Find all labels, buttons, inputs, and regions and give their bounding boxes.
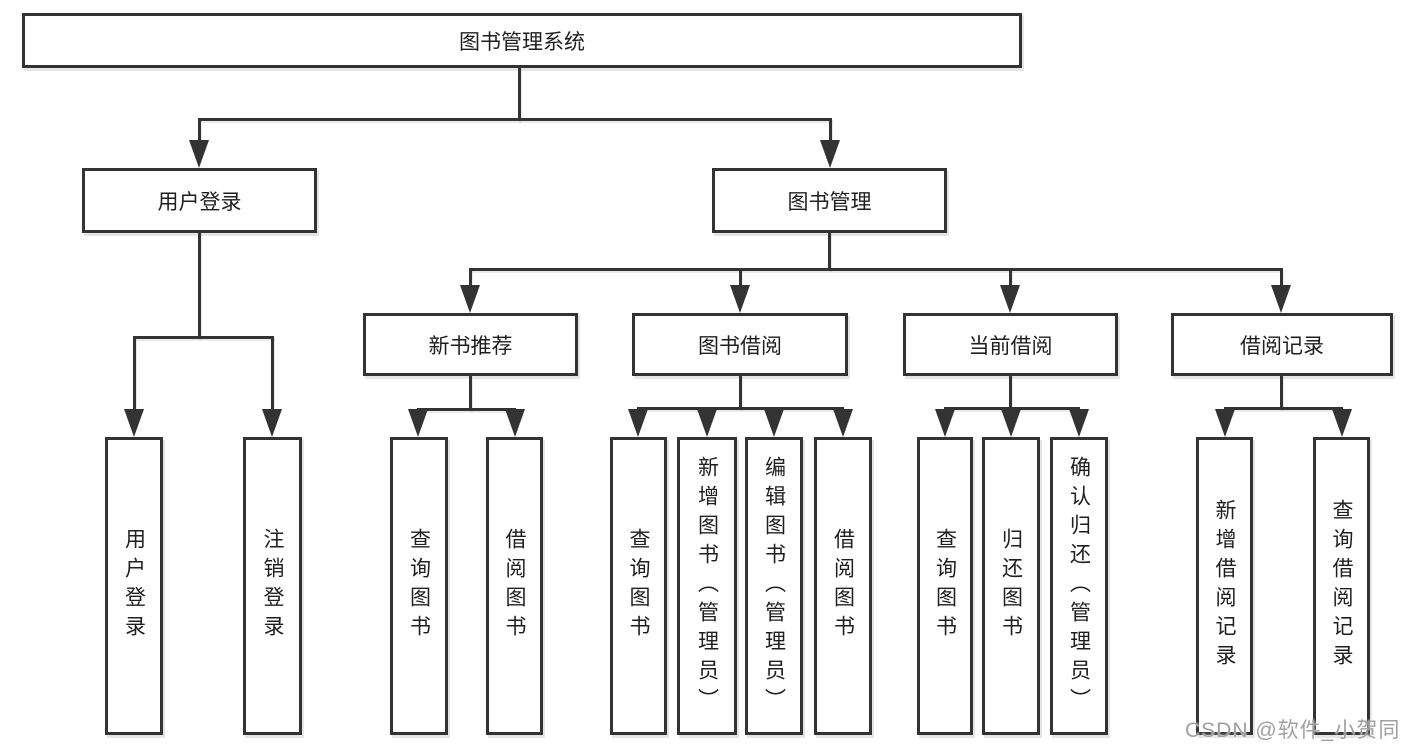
connector-line — [944, 407, 1080, 410]
arrowhead-down-icon — [460, 285, 480, 313]
leaf-user-login: 用户登录 — [105, 437, 163, 735]
arrowhead-down-icon — [408, 409, 428, 437]
connector-line — [198, 232, 201, 338]
connector-line — [133, 336, 274, 339]
connector-line — [469, 268, 472, 287]
leaf-query-books-borrowing: 查询图书 — [610, 437, 667, 735]
arrowhead-down-icon — [262, 409, 282, 437]
connector-line — [1224, 407, 1343, 410]
node-root: 图书管理系统 — [22, 13, 1022, 68]
connector-line — [637, 407, 844, 410]
connector-line — [1009, 375, 1012, 409]
arrowhead-down-icon — [833, 409, 853, 437]
arrowhead-down-icon — [1271, 285, 1291, 313]
arrowhead-down-icon — [189, 140, 209, 168]
watermark-text: CSDN @软件_小贺同学 — [1185, 719, 1401, 742]
arrowhead-down-icon — [628, 409, 648, 437]
connector-line — [518, 67, 521, 121]
leaf-query-books-recommend: 查询图书 — [390, 437, 448, 735]
node-new-book-recommendation: 新书推荐 — [363, 313, 578, 376]
leaf-edit-books-admin: 编辑图书（管理员） — [745, 437, 803, 735]
leaf-add-books-admin: 新增图书（管理员） — [677, 437, 737, 735]
connector-line — [271, 336, 274, 410]
connector-line — [417, 408, 516, 411]
leaf-logout-login: 注销登录 — [243, 437, 302, 735]
node-current-borrowing: 当前借阅 — [903, 313, 1118, 376]
arrowhead-down-icon — [730, 285, 750, 313]
connector-line — [1280, 268, 1283, 287]
arrowhead-down-icon — [1332, 409, 1352, 437]
connector-line — [133, 336, 136, 410]
leaf-add-borrow-record: 新增借阅记录 — [1196, 437, 1253, 735]
connector-line — [829, 118, 832, 142]
leaf-query-books-current: 查询图书 — [917, 437, 973, 735]
leaf-query-borrow-record: 查询借阅记录 — [1313, 437, 1370, 735]
arrowhead-down-icon — [505, 409, 525, 437]
connector-line — [739, 375, 742, 409]
arrowhead-down-icon — [1069, 409, 1089, 437]
connector-line — [828, 232, 831, 270]
node-book-borrowing: 图书借阅 — [632, 313, 848, 376]
arrowhead-down-icon — [1215, 409, 1235, 437]
arrowhead-down-icon — [935, 409, 955, 437]
arrowhead-down-icon — [1001, 409, 1021, 437]
connector-line — [469, 268, 1282, 271]
connector-line — [469, 375, 472, 410]
connector-line — [739, 268, 742, 287]
node-borrowing-records: 借阅记录 — [1171, 313, 1393, 376]
connector-line — [1280, 375, 1283, 409]
arrowhead-down-icon — [124, 409, 144, 437]
leaf-return-books: 归还图书 — [982, 437, 1040, 735]
leaf-borrow-books-borrowing: 借阅图书 — [814, 437, 872, 735]
connector-line — [198, 118, 832, 121]
arrowhead-down-icon — [1000, 285, 1020, 313]
arrowhead-down-icon — [820, 140, 840, 168]
leaf-borrow-books-recommend: 借阅图书 — [486, 437, 543, 735]
connector-line — [198, 118, 201, 142]
node-user-login: 用户登录 — [82, 168, 317, 233]
leaf-confirm-return-admin: 确认归还（管理员） — [1050, 437, 1108, 735]
connector-line — [1009, 268, 1012, 287]
arrowhead-down-icon — [697, 409, 717, 437]
arrowhead-down-icon — [764, 409, 784, 437]
node-book-management: 图书管理 — [712, 168, 947, 233]
